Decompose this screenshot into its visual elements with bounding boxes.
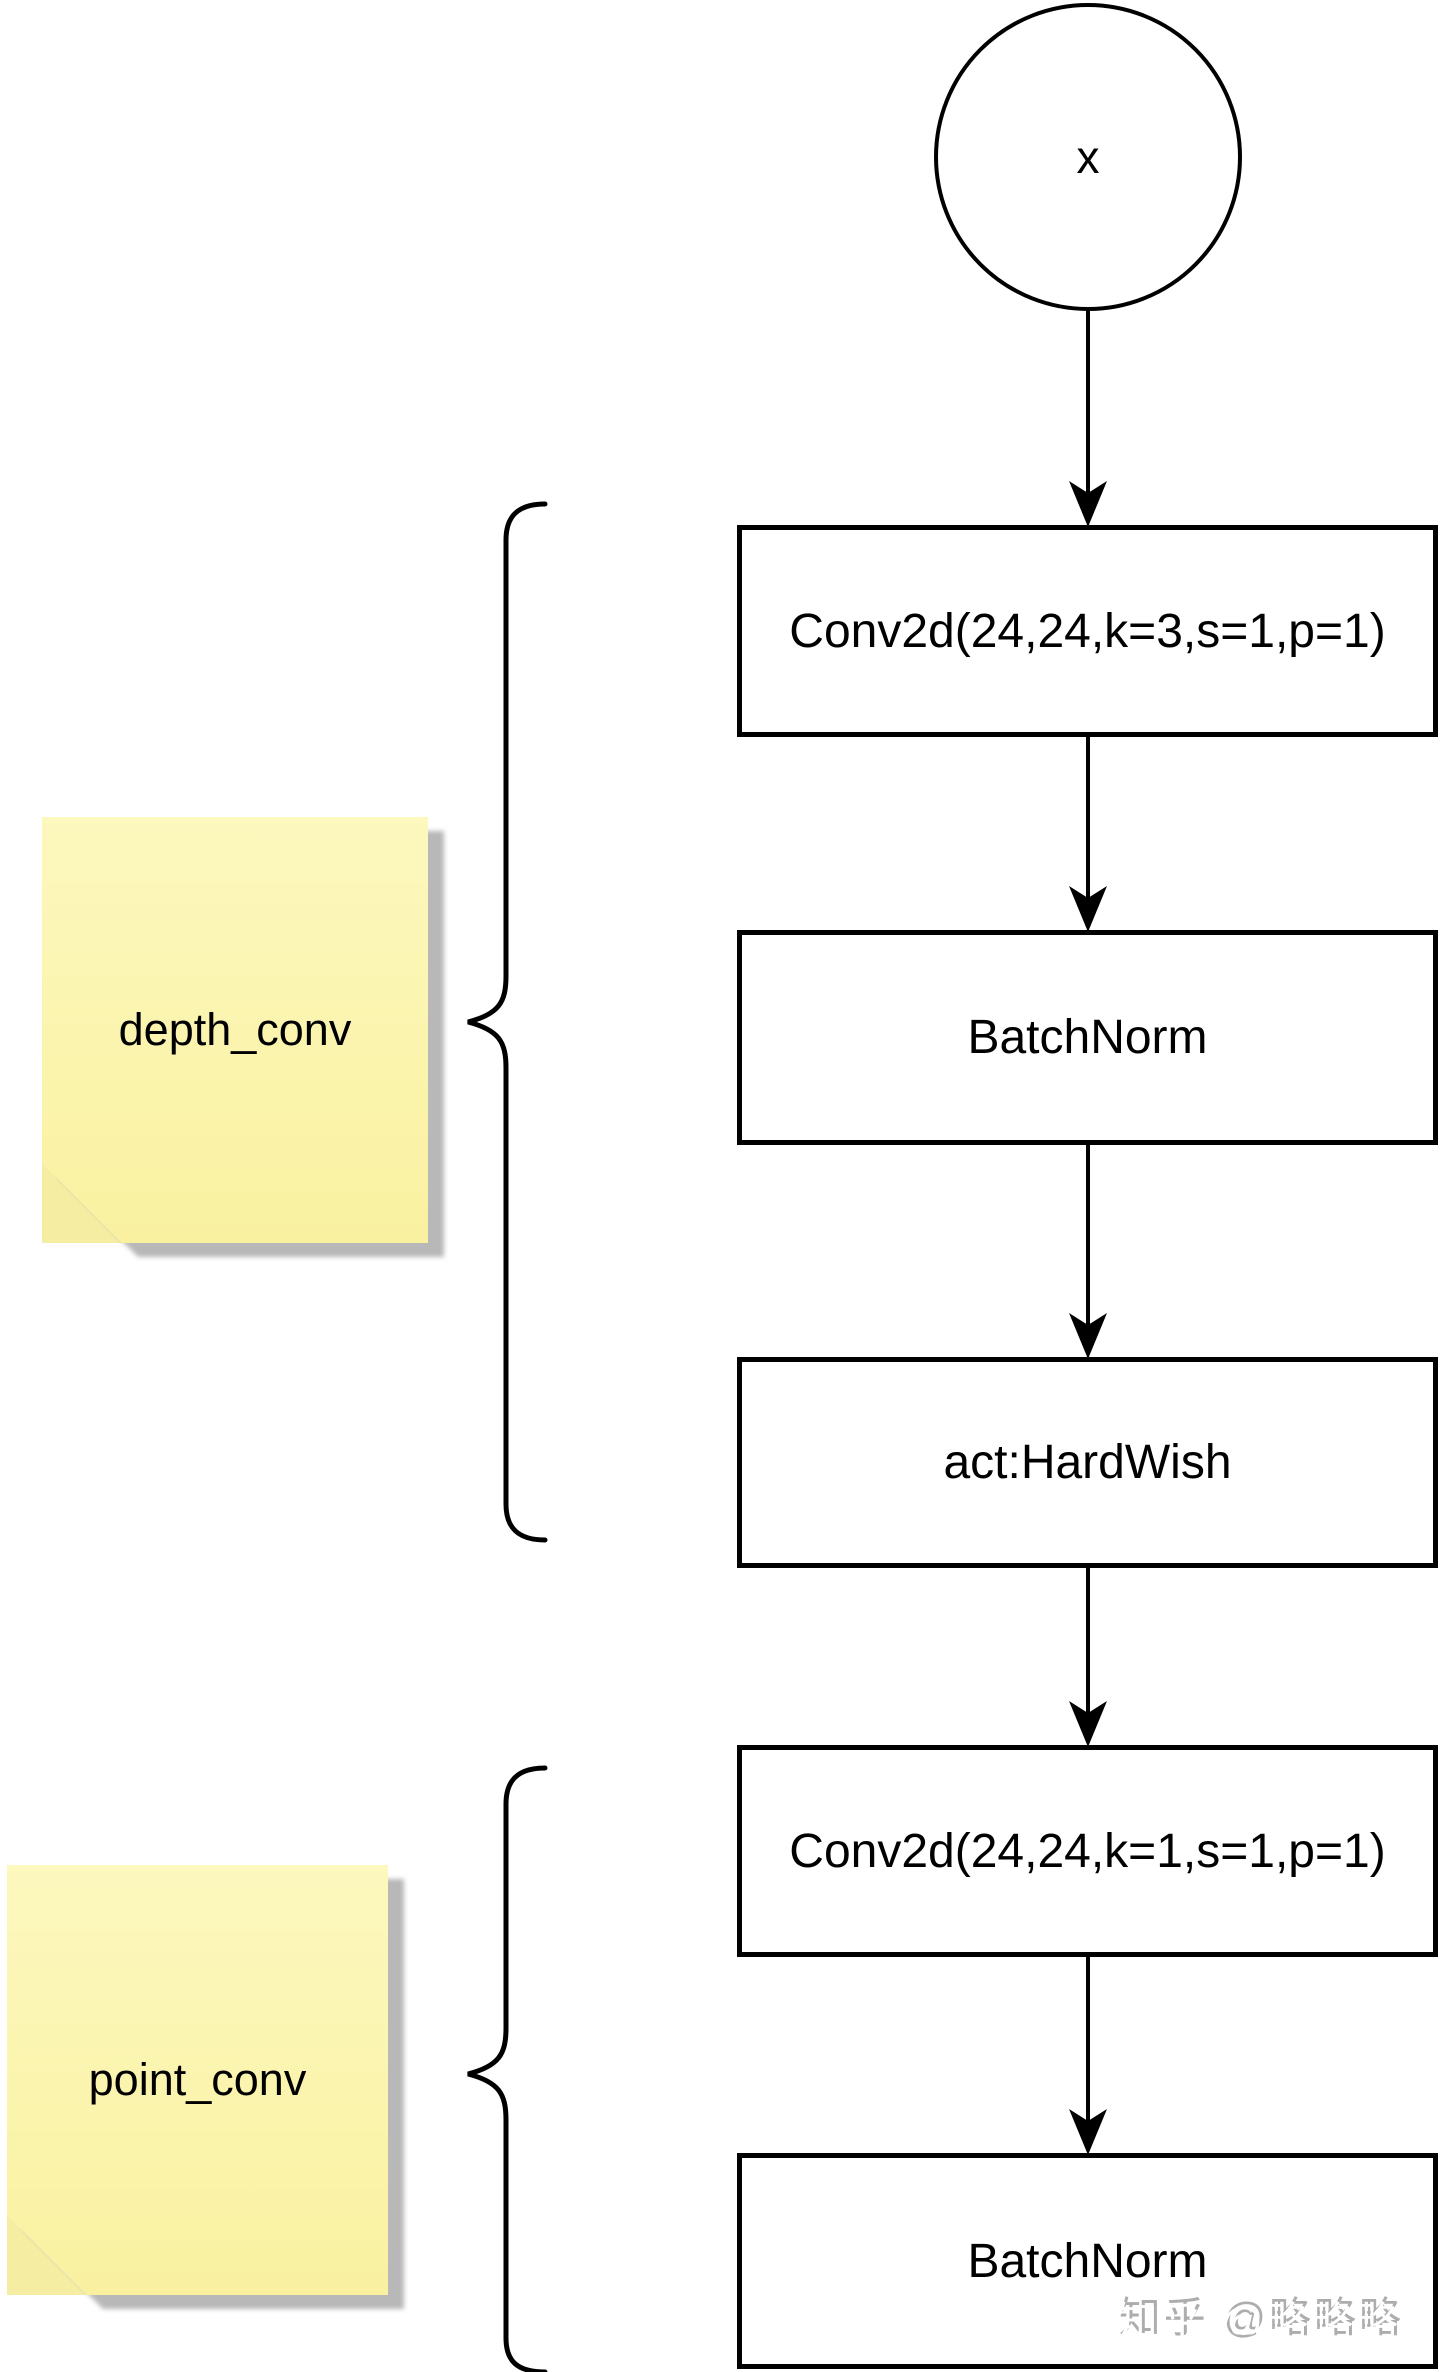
node-conv-pointwise: Conv2d(24,24,k=1,s=1,p=1) [737, 1745, 1438, 1957]
node-batchnorm-1: BatchNorm [737, 930, 1438, 1145]
point-conv-note-label: point_conv [88, 2054, 307, 2105]
note-body [7, 1865, 388, 2295]
node-batchnorm-2: BatchNorm [737, 2153, 1438, 2369]
watermark-text-highlight: 知乎 @略略略 [1115, 2299, 1401, 2346]
input-node-label: x [1076, 131, 1100, 183]
node-label: Conv2d(24,24,k=3,s=1,p=1) [789, 604, 1386, 658]
point-conv-brace [458, 1765, 548, 2372]
node-label: Conv2d(24,24,k=1,s=1,p=1) [789, 1824, 1386, 1878]
node-conv-depthwise: Conv2d(24,24,k=3,s=1,p=1) [737, 525, 1438, 737]
depth-conv-note-label: depth_conv [118, 1004, 352, 1055]
node-label: BatchNorm [967, 2234, 1208, 2288]
arrow-conv2-to-bn2 [1069, 1956, 1107, 2155]
watermark-text: 知乎 @略略略 [1118, 2294, 1404, 2341]
sticky-note-depth-conv [42, 817, 444, 1257]
note-body [42, 817, 428, 1243]
node-label: BatchNorm [967, 1011, 1208, 1064]
arrow-input-to-conv1 [1069, 309, 1107, 527]
node-label: act:HardWish [943, 1436, 1232, 1489]
arrow-act-to-conv2 [1069, 1567, 1107, 1747]
depth-conv-brace [458, 501, 548, 1543]
node-activation: act:HardWish [737, 1357, 1438, 1568]
sticky-note-point-conv [7, 1865, 404, 2309]
arrow-bn1-to-act [1069, 1143, 1107, 1359]
arrow-conv1-to-bn1 [1069, 735, 1107, 932]
